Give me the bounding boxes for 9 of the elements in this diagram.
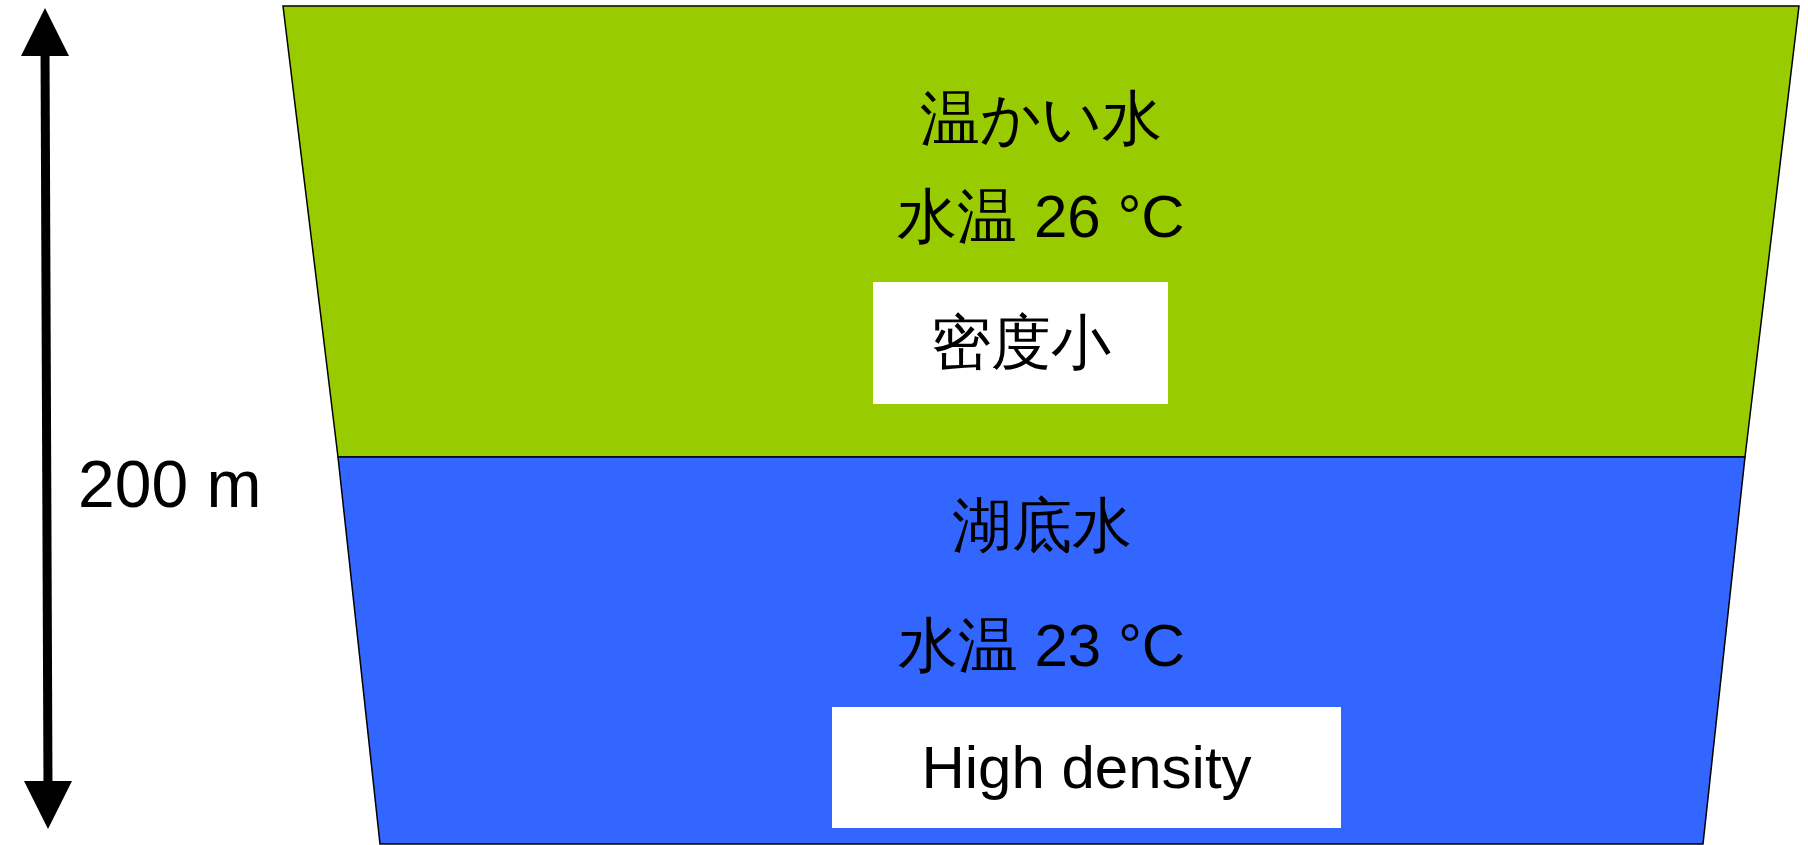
water-layer xyxy=(283,6,1799,457)
layer-label: 湖底水 xyxy=(950,491,1133,561)
density-label: High density xyxy=(832,707,1341,828)
layer-label: 温かい水 xyxy=(919,84,1163,154)
water-layer xyxy=(338,457,1745,845)
layer-label: 水温 23 °C xyxy=(896,611,1187,681)
dimension-label: 200 m xyxy=(78,448,262,520)
density-label: 密度小 xyxy=(873,282,1168,404)
layer-label: 水温 26 °C xyxy=(896,182,1186,252)
